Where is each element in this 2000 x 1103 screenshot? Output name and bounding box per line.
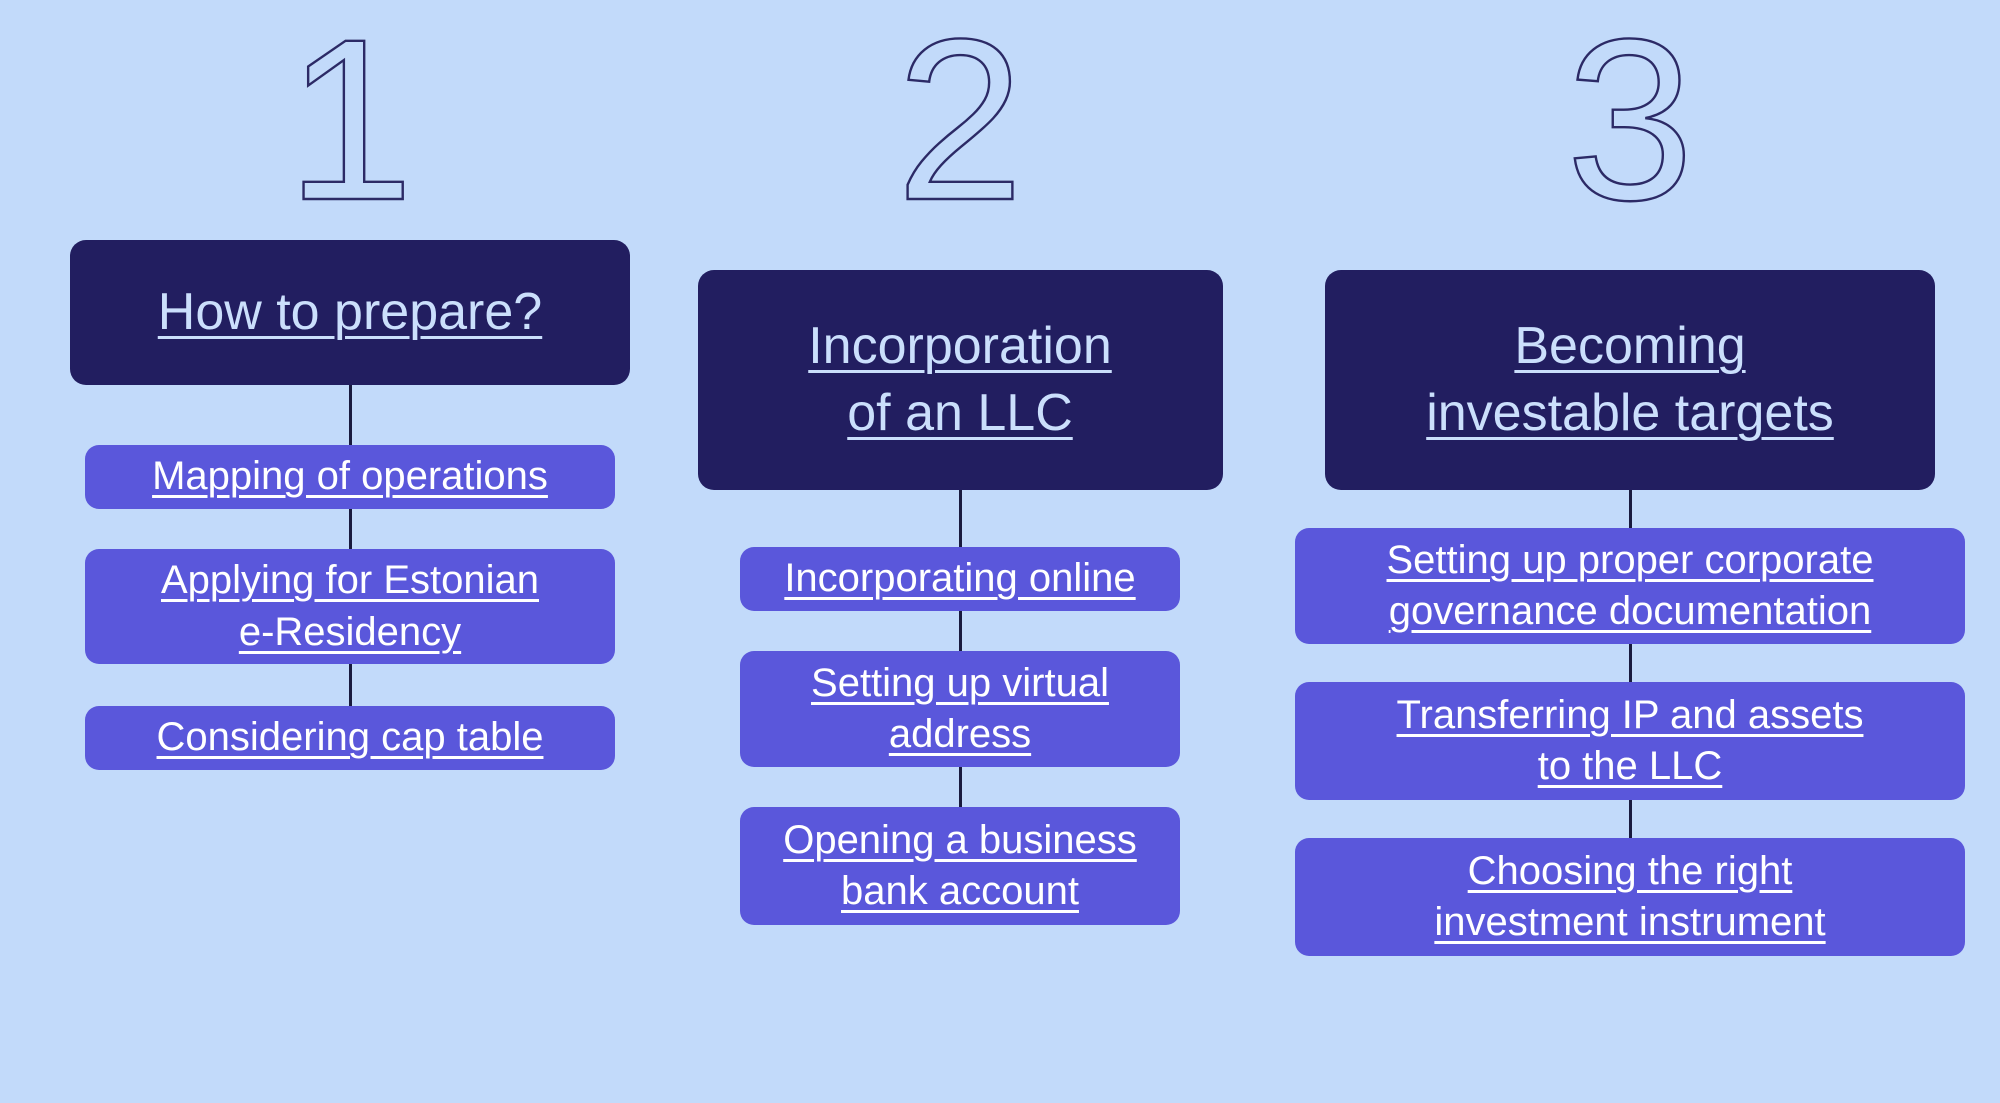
connector-2-2: [958, 611, 962, 651]
connector-1-2: [348, 509, 352, 549]
step-number-3-glyph: 3: [1566, 0, 1694, 248]
step-3-item-2[interactable]: Transferring IP and assets to the LLC: [1295, 682, 1965, 800]
step-3-item-3[interactable]: Choosing the right investment instrument: [1295, 838, 1965, 956]
step-3-item-1-label: Setting up proper corporate governance d…: [1386, 537, 1874, 633]
connector-3-2: [1628, 644, 1632, 682]
step-2-item-3[interactable]: Opening a business bank account: [740, 807, 1180, 925]
step-number-1: 1: [250, 0, 450, 249]
step-1-item-1-label: Mapping of operations: [152, 454, 548, 499]
step-3-header-label: Becoming investable targets: [1426, 317, 1834, 442]
step-2-item-1-label: Incorporating online: [784, 556, 1136, 601]
step-2-item-3-label: Opening a business bank account: [783, 817, 1137, 913]
step-1-header-card[interactable]: How to prepare?: [70, 240, 630, 385]
step-1-item-2[interactable]: Applying for Estonian e-Residency: [85, 549, 615, 664]
step-2-item-2[interactable]: Setting up virtual address: [740, 651, 1180, 767]
step-2-item-2-label: Setting up virtual address: [811, 660, 1109, 756]
step-1-item-3-label: Considering cap table: [156, 715, 544, 760]
step-3-stack: Becoming investable targets Setting up p…: [1260, 270, 2000, 956]
step-2-item-1[interactable]: Incorporating online: [740, 547, 1180, 611]
step-number-3: 3: [1530, 0, 1730, 249]
step-3-item-2-label: Transferring IP and assets to the LLC: [1396, 692, 1864, 788]
step-column-3: 3 Becoming investable targets Setting up…: [1260, 0, 2000, 1103]
step-3-item-1[interactable]: Setting up proper corporate governance d…: [1295, 528, 1965, 644]
step-number-1-glyph: 1: [286, 0, 414, 248]
connector-1-1: [348, 385, 352, 445]
step-1-header-label: How to prepare?: [157, 283, 543, 342]
step-column-2: 2 Incorporation of an LLC Incorporating …: [660, 0, 1260, 1103]
connector-3-1: [1628, 490, 1632, 528]
step-2-header-card[interactable]: Incorporation of an LLC: [697, 270, 1223, 490]
step-column-1: 1 How to prepare? Mapping of operations …: [0, 0, 660, 1103]
connector-2-1: [958, 490, 962, 547]
step-number-2: 2: [860, 0, 1060, 249]
step-1-item-2-label: Applying for Estonian e-Residency: [160, 558, 539, 654]
step-2-header-label: Incorporation of an LLC: [808, 317, 1112, 442]
step-1-item-3[interactable]: Considering cap table: [85, 706, 615, 770]
step-3-item-3-label: Choosing the right investment instrument: [1434, 848, 1826, 944]
step-2-stack: Incorporation of an LLC Incorporating on…: [660, 270, 1260, 925]
step-1-item-1[interactable]: Mapping of operations: [85, 445, 615, 509]
step-1-stack: How to prepare? Mapping of operations Ap…: [40, 240, 660, 770]
connector-3-3: [1628, 800, 1632, 838]
connector-2-3: [958, 767, 962, 807]
step-3-header-card[interactable]: Becoming investable targets: [1325, 270, 1935, 490]
step-number-2-glyph: 2: [896, 0, 1024, 248]
connector-1-3: [348, 664, 352, 706]
